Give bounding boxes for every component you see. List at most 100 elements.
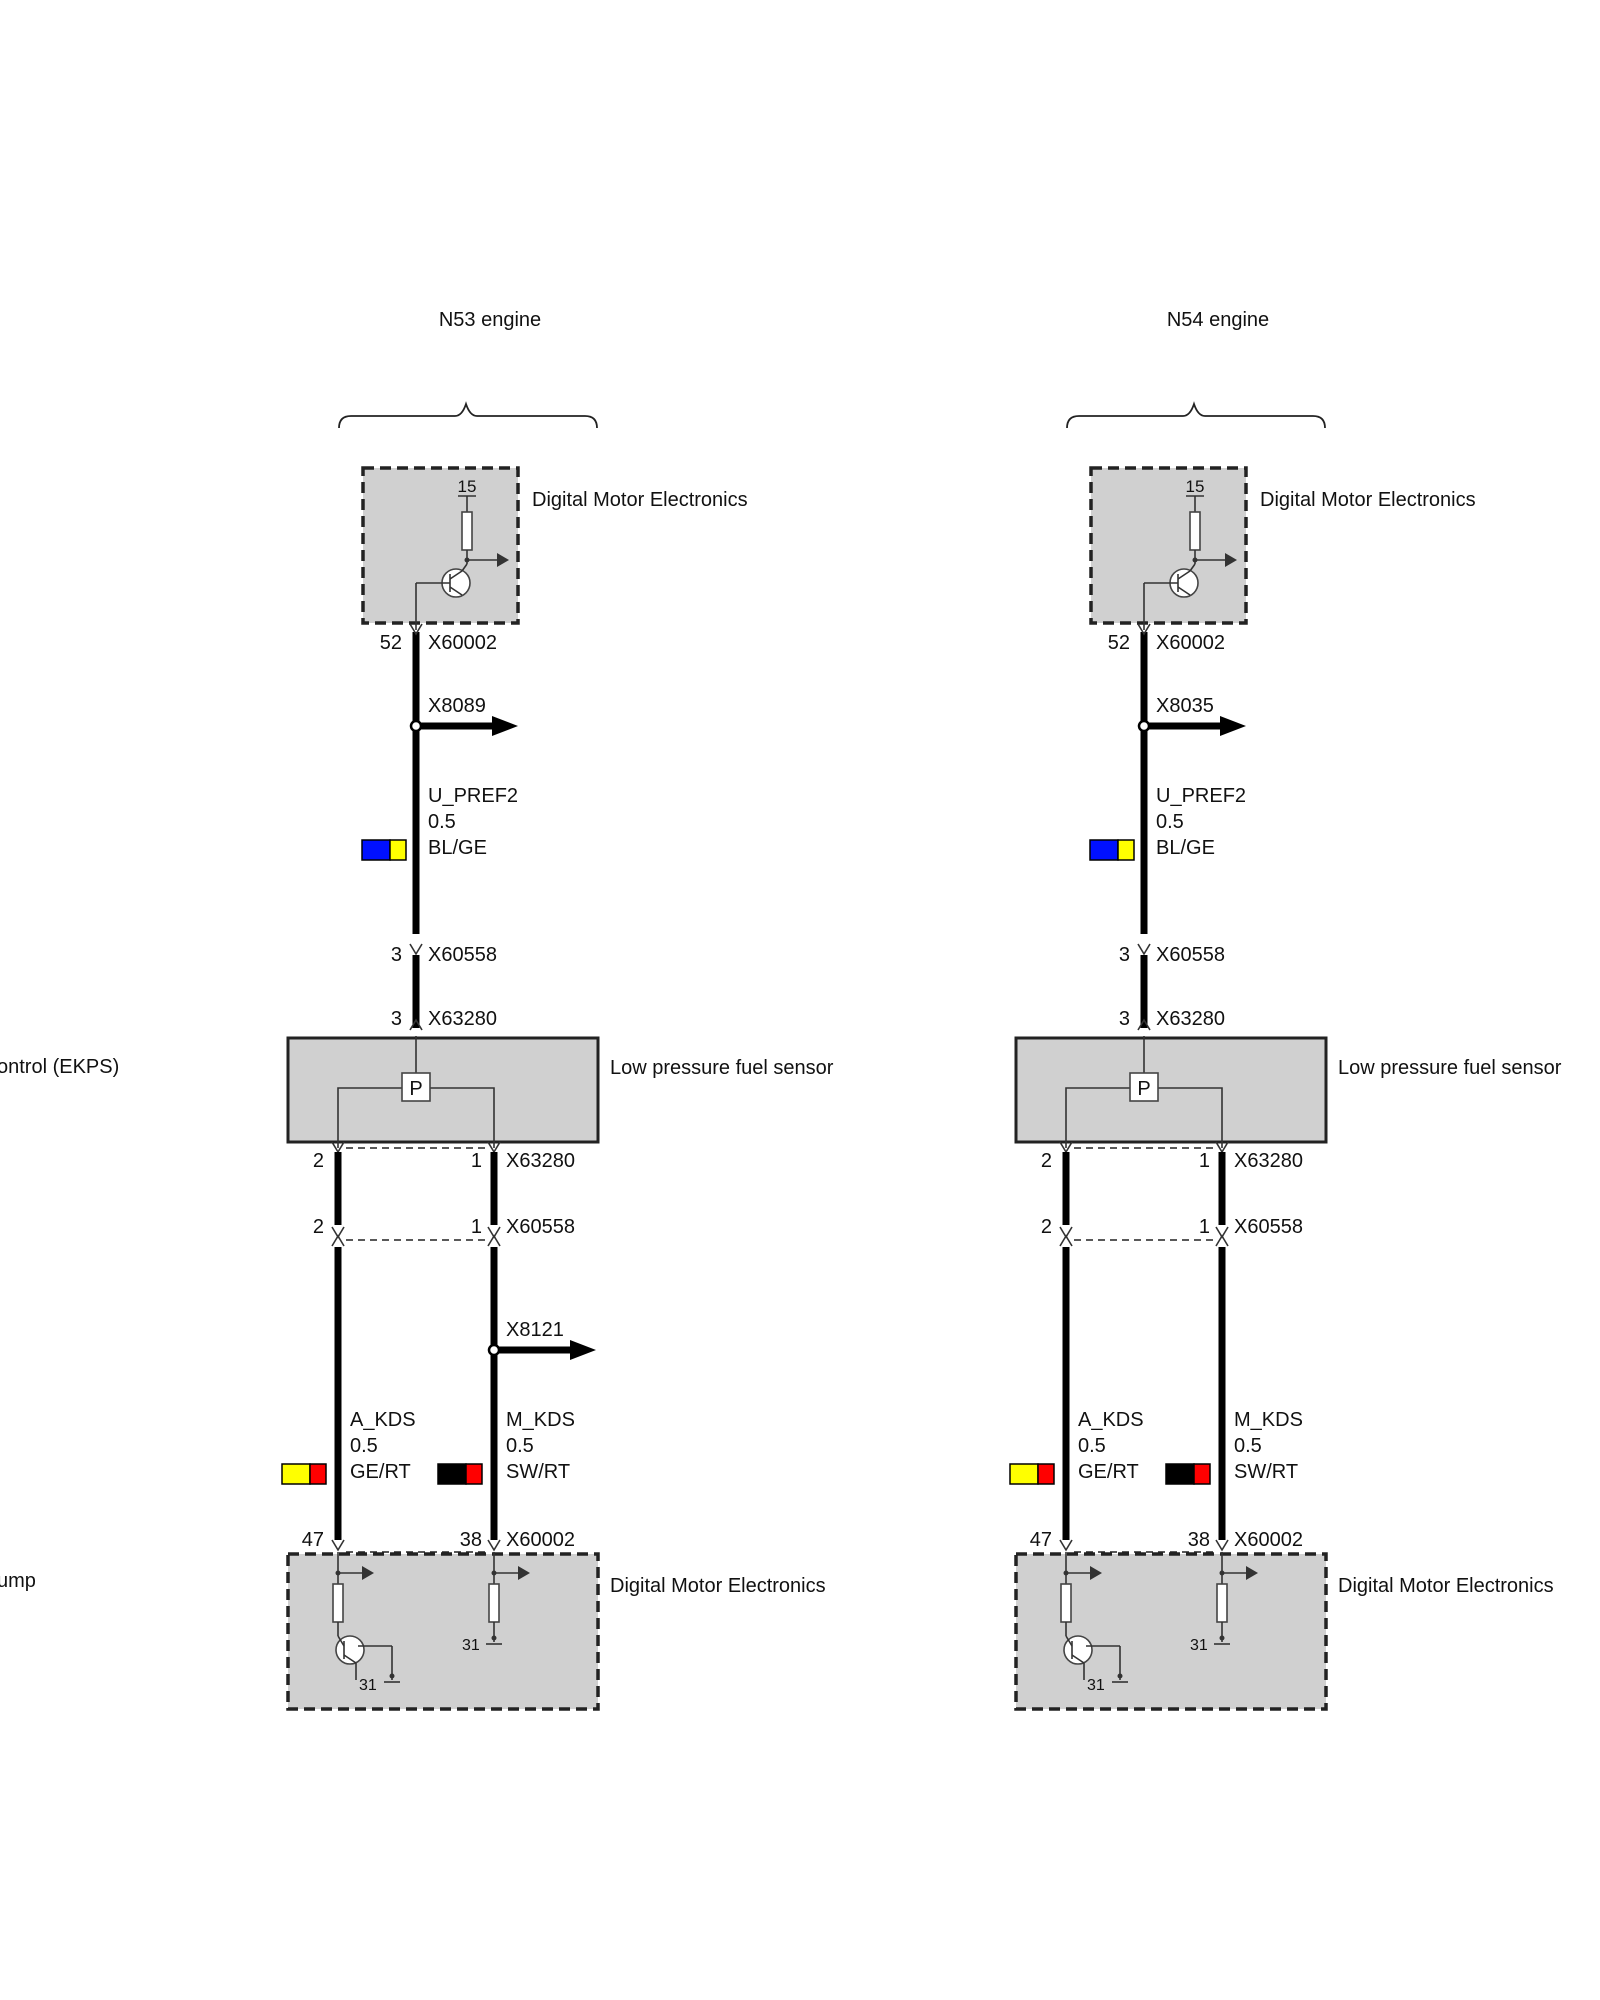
sensor-left-line	[337, 1087, 402, 1148]
connector-fork	[1137, 623, 1151, 636]
conn-c-name: X60558	[506, 1216, 575, 1238]
conn-c-pin-left: 2	[313, 1216, 324, 1238]
wire-right-signal: M_KDS	[506, 1409, 575, 1431]
sensor-left-line	[1065, 1087, 1130, 1148]
dme-bottom-pin-right: 38	[460, 1529, 482, 1551]
sensor-symbol: P	[409, 1078, 422, 1100]
conn-b-name: X63280	[428, 1008, 497, 1030]
wire-1-signal: U_PREF2	[428, 785, 518, 807]
conn-c-pin-right: 1	[471, 1216, 482, 1238]
connector-a-fork	[1137, 943, 1151, 956]
transistor-switch-icon	[332, 1552, 400, 1683]
connector-fork	[409, 623, 423, 636]
conn-a-name: X60558	[428, 944, 497, 966]
resistor-ground-icon	[1214, 1552, 1258, 1645]
transistor-driver-icon	[1143, 495, 1237, 630]
sensor-bottom-pin-right: 1	[1199, 1150, 1210, 1172]
splice-1-arrow-icon	[492, 716, 518, 736]
cutoff-label-ekps: ontrol (EKPS)	[0, 1056, 119, 1078]
conn-c-pin-right: 1	[1199, 1216, 1210, 1238]
splice-1-junction	[1137, 719, 1151, 733]
sensor-symbol: P	[1137, 1078, 1150, 1100]
wire-left-gauge: 0.5	[1078, 1435, 1106, 1457]
dme-top-connector: X60002	[428, 632, 497, 654]
ground-right-label: 31	[462, 1637, 480, 1654]
connector-a-fork	[409, 943, 423, 956]
dme-bottom-box	[1014, 1552, 1328, 1711]
wire-left-color-swatch	[1009, 1463, 1055, 1485]
splice-1-label: X8035	[1156, 695, 1214, 717]
transistor-driver-icon	[415, 495, 509, 630]
conn-b-pin: 3	[391, 1008, 402, 1030]
connector-c-fork-left-2	[1059, 1234, 1073, 1247]
conn-b-pin: 3	[1119, 1008, 1130, 1030]
connector-b-fork	[1137, 1018, 1151, 1031]
dme-bottom-fork-left	[1059, 1539, 1073, 1552]
dme-bottom-name: Digital Motor Electronics	[1338, 1575, 1554, 1597]
wire-right-color-code: SW/RT	[506, 1461, 570, 1483]
dme-top-box	[361, 466, 520, 625]
wire-left-signal: A_KDS	[1078, 1409, 1144, 1431]
wire-1-signal: U_PREF2	[1156, 785, 1246, 807]
wire-left-gauge: 0.5	[350, 1435, 378, 1457]
connector-b-fork	[409, 1018, 423, 1031]
sensor-name: Low pressure fuel sensor	[1338, 1057, 1562, 1079]
wire-right-color-swatch	[1165, 1463, 1211, 1485]
wire-1-color-code: BL/GE	[428, 837, 487, 859]
dme-bottom-connector: X60002	[506, 1529, 575, 1551]
dme-bottom-name: Digital Motor Electronics	[610, 1575, 826, 1597]
splice-1-junction	[409, 719, 423, 733]
wire-left-color-code: GE/RT	[1078, 1461, 1139, 1483]
grouping-bracket	[1066, 401, 1326, 429]
dme-bottom-pin-left: 47	[302, 1529, 324, 1551]
connector-c-fork-right-2	[487, 1234, 501, 1247]
dme-top-pin: 52	[380, 632, 402, 654]
conn-b-name: X63280	[1156, 1008, 1225, 1030]
panel-n53: N53 engine Digital Motor Electronics 15 …	[281, 309, 834, 1711]
pressure-sensor-icon	[1129, 1072, 1159, 1102]
panel-title: N53 engine	[439, 309, 541, 331]
sensor-right-line	[1158, 1087, 1223, 1148]
conn-c-name: X60558	[1234, 1216, 1303, 1238]
dme-top-terminal: 15	[458, 477, 477, 496]
wire-left-color-swatch	[281, 1463, 327, 1485]
sensor-bottom-connector: X63280	[1234, 1150, 1303, 1172]
connector-c-fork-right-2	[1215, 1234, 1229, 1247]
splice-1-arrow-icon	[1220, 716, 1246, 736]
cutoff-label-pump: ump	[0, 1570, 36, 1592]
sensor-bottom-pin-left: 2	[1041, 1150, 1052, 1172]
dme-bottom-fork-right	[1215, 1539, 1229, 1552]
wire-right-gauge: 0.5	[1234, 1435, 1262, 1457]
dme-top-name: Digital Motor Electronics	[532, 489, 748, 511]
splice-2-arrow-icon	[570, 1340, 596, 1360]
sensor-bottom-connector: X63280	[506, 1150, 575, 1172]
wire-left-color-code: GE/RT	[350, 1461, 411, 1483]
dme-bottom-connector: X60002	[1234, 1529, 1303, 1551]
splice-2-junction	[487, 1343, 501, 1357]
grouping-bracket	[338, 401, 598, 429]
conn-c-pin-left: 2	[1041, 1216, 1052, 1238]
conn-a-pin: 3	[391, 944, 402, 966]
dme-bottom-box	[286, 1552, 600, 1711]
dme-top-terminal: 15	[1186, 477, 1205, 496]
splice-2: X8121	[487, 1319, 596, 1360]
dme-bottom-pin-left: 47	[1030, 1529, 1052, 1551]
resistor-ground-icon	[486, 1552, 530, 1645]
transistor-switch-icon	[1060, 1552, 1128, 1683]
conn-a-name: X60558	[1156, 944, 1225, 966]
panel-n54: N54 engine Digital Motor Electronics 15 …	[1009, 309, 1562, 1711]
dme-top-name: Digital Motor Electronics	[1260, 489, 1476, 511]
dme-bottom-fork-right	[487, 1539, 501, 1552]
sensor-bottom-pin-right: 1	[471, 1150, 482, 1172]
panel-title: N54 engine	[1167, 309, 1269, 331]
sensor-right-line	[430, 1087, 495, 1148]
wire-left-signal: A_KDS	[350, 1409, 416, 1431]
sensor-box	[1014, 1036, 1328, 1144]
dme-bottom-fork-left	[331, 1539, 345, 1552]
splice-2-label: X8121	[506, 1319, 564, 1341]
dme-top-box	[1089, 466, 1248, 625]
sensor-name: Low pressure fuel sensor	[610, 1057, 834, 1079]
panel-n54-content: N54 engine Digital Motor Electronics 15 …	[1009, 309, 1562, 1711]
pressure-sensor-icon	[401, 1072, 431, 1102]
